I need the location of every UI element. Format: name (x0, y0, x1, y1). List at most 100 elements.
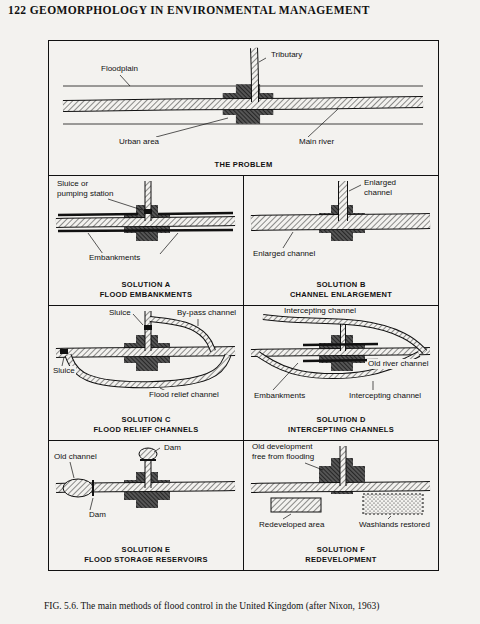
sluice-symbol (60, 349, 68, 354)
panel-title: SOLUTION F (244, 545, 438, 555)
channel-edge (251, 221, 430, 223)
callout-label: Intercepting channel (283, 306, 357, 316)
leader-line (90, 498, 93, 510)
channel-water (263, 317, 425, 352)
embankment (303, 344, 378, 345)
channel-edge (251, 351, 430, 353)
channel-water (146, 181, 151, 221)
leader-line (198, 319, 199, 326)
leader-line (349, 185, 361, 191)
callout-label: Enlarged channel (363, 178, 405, 197)
panel-title-block: SOLUTION BCHANNEL ENLARGEMENT (244, 280, 438, 300)
channel-edge (68, 355, 228, 385)
reservoir (139, 448, 157, 460)
panel-title: SOLUTION B (244, 280, 438, 290)
channel-water (56, 221, 235, 223)
callout-label: Tributary (270, 50, 303, 60)
page-header: 122 GEOMORPHOLOGY IN ENVIRONMENTAL MANAG… (8, 4, 370, 16)
channel-water (341, 321, 345, 351)
panel-title: FLOOD RELIEF CHANNELS (49, 425, 243, 435)
leader-line (62, 357, 64, 366)
channel-edge (338, 181, 348, 221)
leader-line (133, 314, 143, 325)
leader-line (283, 514, 291, 519)
panel-title: INTERCEPTING CHANNELS (244, 425, 438, 435)
leader-line (160, 233, 178, 254)
panel-box: SOLUTION BCHANNEL ENLARGEMENT (243, 175, 439, 306)
embankment (58, 214, 138, 215)
panel-title-block: SOLUTION EFLOOD STORAGE RESERVOIRS (49, 545, 243, 565)
leader-line (308, 109, 338, 137)
panel-title: SOLUTION E (49, 545, 243, 555)
reservoir (63, 479, 93, 497)
panel-title: FLOOD EMBANKMENTS (49, 290, 243, 300)
embankment (58, 230, 233, 231)
leader-line (388, 516, 391, 519)
leader-line (154, 448, 160, 452)
callout-label: Sluice or pumping station (56, 179, 122, 198)
callout-label: Embankments (253, 391, 306, 401)
channel-water (251, 351, 430, 353)
leader-line (273, 363, 298, 390)
sluice-symbol (144, 209, 152, 214)
channel-water (341, 446, 346, 486)
leader-line (156, 118, 228, 137)
leader-line (259, 58, 266, 62)
channel-water (339, 181, 347, 221)
callout-label: Embankments (88, 253, 141, 263)
panel-title-block: SOLUTION CFLOOD RELIEF CHANNELS (49, 415, 243, 435)
panel-title-block: SOLUTION AFLOOD EMBANKMENTS (49, 280, 243, 300)
callout-label: Dam (88, 510, 107, 520)
leader-line (373, 381, 374, 390)
callout-label: Main river (298, 137, 335, 147)
callout-label: Sluice (108, 308, 132, 318)
channel-edge (63, 102, 423, 106)
callout-label: Intercepting channel (348, 391, 422, 401)
channel-edge (263, 317, 425, 352)
washlands (363, 494, 423, 514)
channel-water (56, 351, 235, 353)
channel-edge (340, 321, 346, 351)
figure-caption: FIG. 5.6. The main methods of flood cont… (44, 601, 379, 611)
panel-title: SOLUTION D (244, 415, 438, 425)
sluice-symbol (144, 325, 152, 330)
callout-label: Flood relief channel (148, 390, 220, 400)
callout-label: Old development free from flooding (251, 442, 325, 461)
channel-edge (254, 48, 255, 102)
embankment (158, 213, 233, 214)
panel-title: FLOOD STORAGE RESERVOIRS (49, 555, 243, 565)
callout-label: Sluice (52, 366, 76, 376)
channel-water (251, 221, 430, 223)
channel-water (150, 319, 213, 351)
channel-edge (56, 351, 235, 353)
channel-water (63, 102, 423, 106)
leader-line (120, 75, 130, 86)
leader-line (283, 232, 293, 248)
callout-label: Washlands restored (358, 520, 431, 530)
callout-label: Urban area (118, 137, 160, 147)
callout-label: Old river channel (367, 359, 429, 369)
channel-water (146, 311, 151, 351)
channel-edge (150, 319, 213, 351)
panel-title-block: THE PROBLEM (49, 160, 438, 170)
channel-edge (56, 221, 235, 223)
callout-label: Enlarged channel (252, 249, 316, 259)
panel-title-block: SOLUTION DINTERCEPTING CHANNELS (244, 415, 438, 435)
channel-water (146, 460, 151, 488)
leader-line (70, 462, 74, 478)
panel-title: CHANNEL ENLARGEMENT (244, 290, 438, 300)
channel-edge (145, 460, 152, 488)
channel-edge (145, 181, 152, 221)
panel-box: SOLUTION DINTERCEPTING CHANNELS (243, 305, 439, 441)
panel-title: THE PROBLEM (49, 160, 438, 170)
panel-title: SOLUTION C (49, 415, 243, 425)
dam-symbol (92, 480, 94, 496)
panel-title-block: SOLUTION FREDEVELOPMENT (244, 545, 438, 565)
dam-symbol (140, 459, 156, 461)
channel-water (254, 48, 255, 102)
callout-label: Floodplain (100, 64, 139, 74)
channel-edge (340, 446, 347, 486)
panel-box: SOLUTION CFLOOD RELIEF CHANNELS (48, 305, 244, 441)
channel-water (68, 355, 228, 385)
leader-line (305, 463, 323, 470)
